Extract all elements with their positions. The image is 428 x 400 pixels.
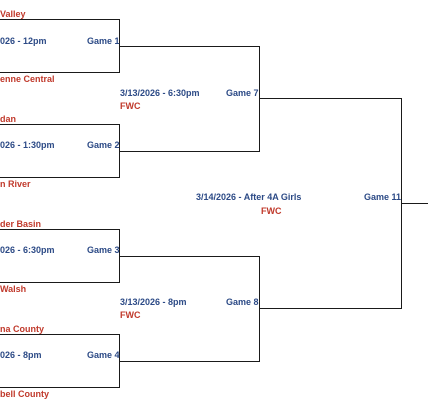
game4-label: Game 4: [87, 350, 120, 360]
game2-time: 026 - 1:30pm: [0, 140, 55, 150]
game7-out-line: [259, 98, 402, 100]
game1-out-line: [119, 46, 260, 48]
game2-top-line: [0, 124, 119, 126]
game3-bottom-line: [0, 282, 119, 284]
game11-venue: FWC: [261, 206, 282, 216]
game4-bottom-line: [0, 387, 119, 389]
game7-venue: FWC: [120, 101, 141, 111]
game4-top-line: [0, 334, 119, 336]
game1-time: 026 - 12pm: [0, 36, 47, 46]
game3-team-top: der Basin: [0, 219, 42, 229]
game8-venue: FWC: [120, 310, 141, 320]
game3-time: 026 - 6:30pm: [0, 245, 55, 255]
game11-label: Game 11: [364, 192, 402, 202]
game7-time: 3/13/2026 - 6:30pm: [120, 88, 200, 98]
game4-out-line: [119, 361, 260, 363]
game1-team-bottom: enne Central: [0, 74, 55, 84]
game3-top-line: [0, 229, 119, 231]
game8-time: 3/13/2026 - 8pm: [120, 297, 187, 307]
game8-out-line: [259, 308, 402, 310]
game3-out-line: [119, 256, 260, 258]
game2-team-bottom: n River: [0, 179, 31, 189]
game2-out-line: [119, 151, 260, 153]
game8-label: Game 8: [226, 297, 259, 307]
game1-top-line: [0, 19, 119, 21]
game1-label: Game 1: [87, 36, 120, 46]
game11-out-line: [401, 203, 428, 205]
game1-bottom-line: [0, 72, 119, 74]
game1-team-top: Valley: [0, 9, 26, 19]
game2-team-top: dan: [0, 114, 17, 124]
game7-label: Game 7: [226, 88, 259, 98]
game3-label: Game 3: [87, 245, 120, 255]
game2-bottom-line: [0, 177, 119, 179]
game11-time: 3/14/2026 - After 4A Girls: [196, 192, 302, 202]
game4-team-top: na County: [0, 324, 44, 334]
game4-time: 026 - 8pm: [0, 350, 42, 360]
game2-label: Game 2: [87, 140, 120, 150]
game3-team-bottom: Walsh: [0, 284, 27, 294]
game4-team-bottom: bell County: [0, 389, 49, 399]
